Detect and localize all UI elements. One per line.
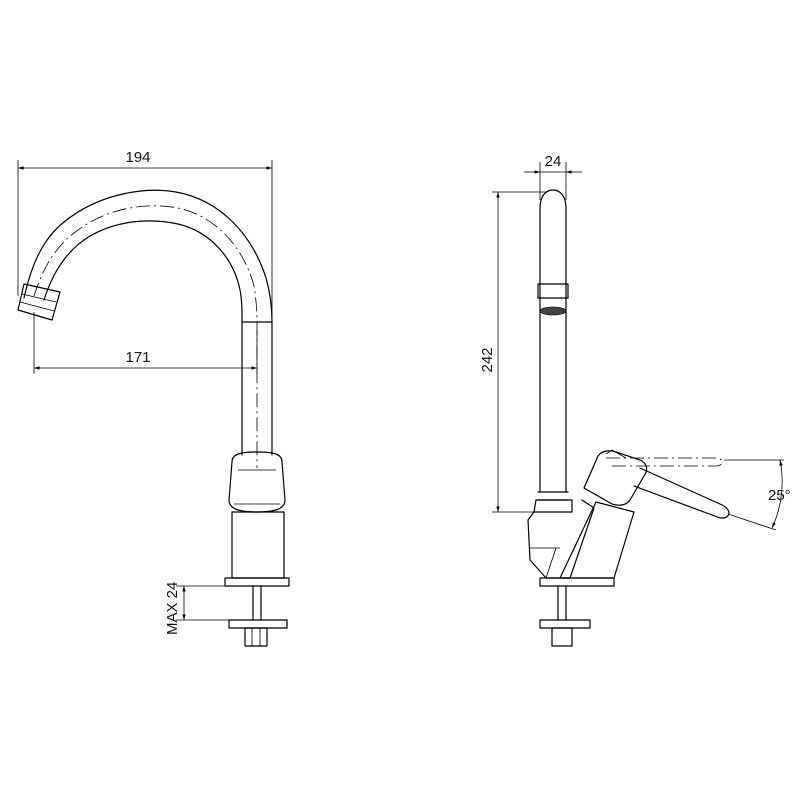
dimension-24-label: 24	[545, 153, 562, 170]
side-body	[527, 499, 635, 587]
front-spout	[17, 189, 273, 468]
dimension-max-24-label: MAX 24	[164, 582, 181, 635]
side-shank	[539, 585, 591, 647]
dimension-242-label: 242	[479, 347, 496, 372]
side-spout	[537, 189, 569, 501]
dimension-171-label: 171	[125, 349, 150, 366]
front-shank	[228, 585, 288, 647]
dimension-max-24: MAX 24	[164, 582, 229, 635]
front-view: 194 171 MAX 24	[17, 149, 290, 647]
dimension-171: 171	[33, 312, 258, 374]
dimension-194-label: 194	[125, 149, 150, 166]
dimension-25-deg: 25°	[724, 459, 791, 531]
dimension-194: 194	[17, 149, 273, 322]
dimension-24: 24	[524, 153, 582, 200]
dimension-25-deg-label: 25°	[768, 487, 791, 504]
side-view: 24 242 25°	[479, 153, 791, 647]
side-lever	[583, 449, 730, 519]
dimension-242: 242	[479, 191, 546, 513]
front-body	[224, 511, 290, 587]
front-handle	[228, 451, 286, 513]
